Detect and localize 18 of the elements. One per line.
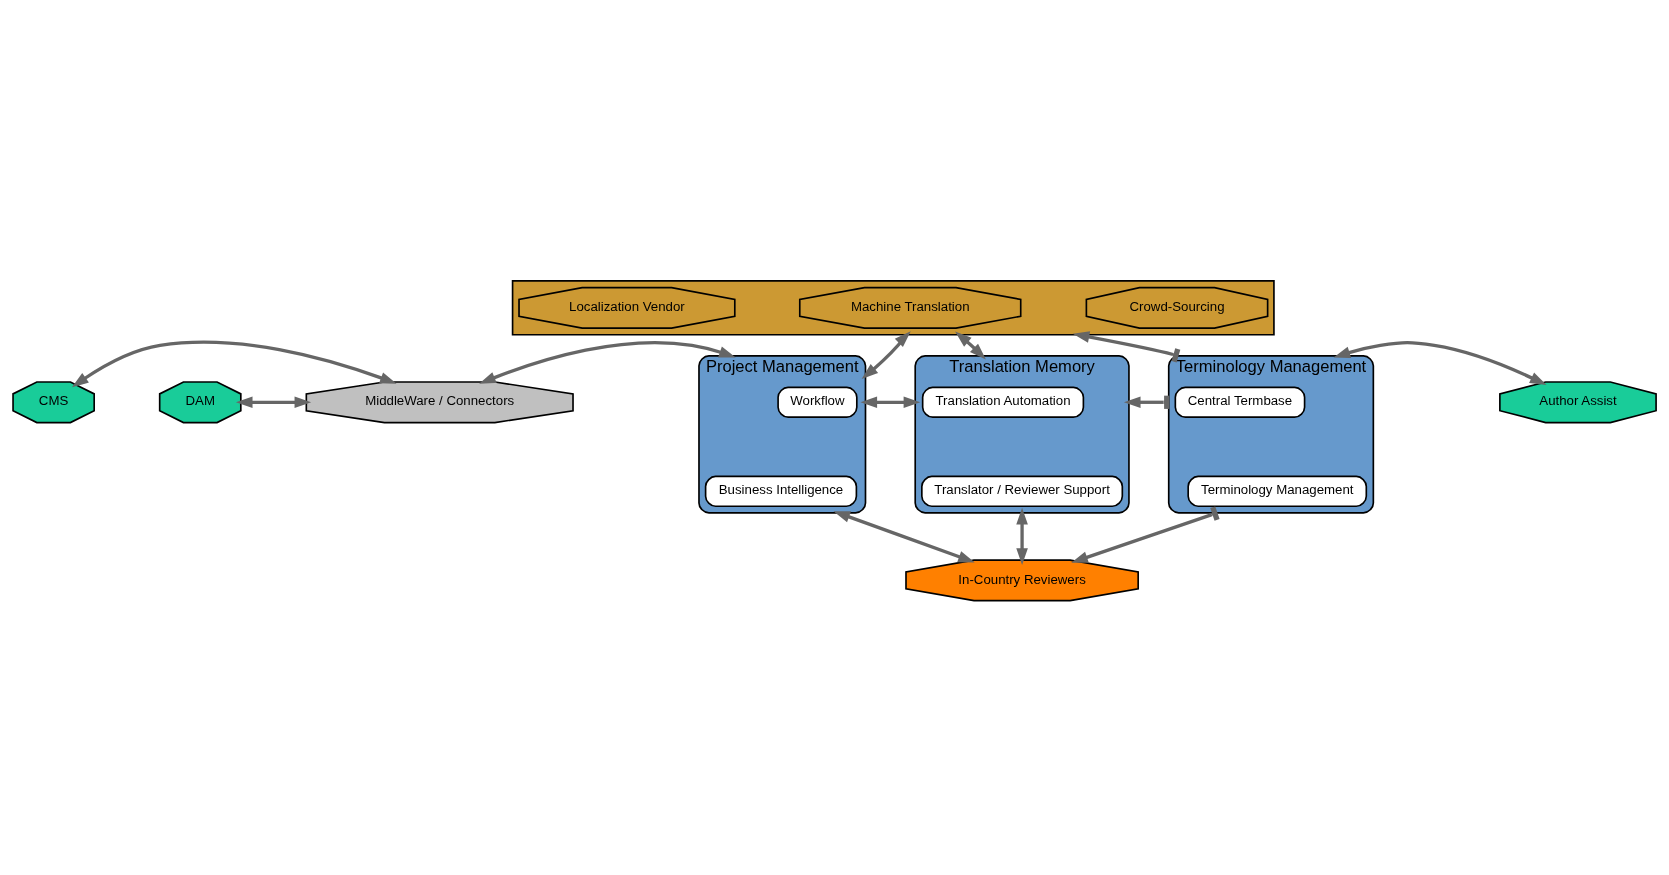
cluster	[511, 280, 1275, 336]
arrow	[1071, 506, 1220, 563]
arrow	[71, 340, 397, 388]
arrow	[1016, 507, 1028, 565]
node-box: Business Intelligence	[704, 475, 858, 508]
arrow	[860, 396, 921, 409]
node-box: Central Termbase	[1174, 386, 1306, 419]
node-box: Translator / Reviewer Support	[921, 475, 1124, 508]
arrow	[833, 511, 975, 563]
arrow	[955, 331, 986, 360]
arrow	[235, 396, 312, 409]
arrow	[479, 340, 736, 384]
node-box: Terminology Management	[1187, 475, 1368, 508]
node-box: Workflow	[777, 386, 858, 419]
arrow	[1072, 331, 1181, 363]
node-box: Translation Automation	[921, 386, 1085, 419]
arrow	[861, 331, 911, 380]
arrow	[1333, 340, 1547, 386]
